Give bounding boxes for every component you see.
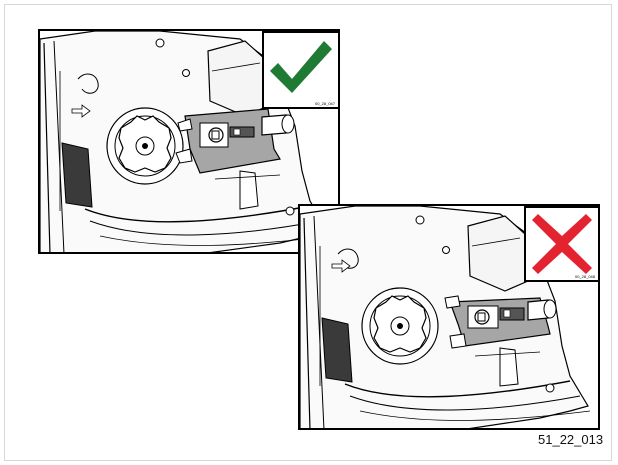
mechanism-drawing-incorrect <box>300 206 591 428</box>
badge-code-incorrect: 00_28_048 <box>574 274 595 279</box>
checkmark-icon <box>270 41 332 93</box>
badge-code-correct: 00_28_047 <box>314 101 335 106</box>
cross-icon <box>532 214 592 274</box>
illustration-incorrect: 00_28_048 <box>298 204 600 430</box>
status-badge-incorrect: 00_28_048 <box>524 206 598 282</box>
mechanism-drawing-correct <box>40 31 331 252</box>
figure-id: 51_22_013 <box>538 432 604 447</box>
illustration-correct: 00_28_047 <box>38 29 340 254</box>
status-badge-correct: 00_28_047 <box>262 31 338 109</box>
